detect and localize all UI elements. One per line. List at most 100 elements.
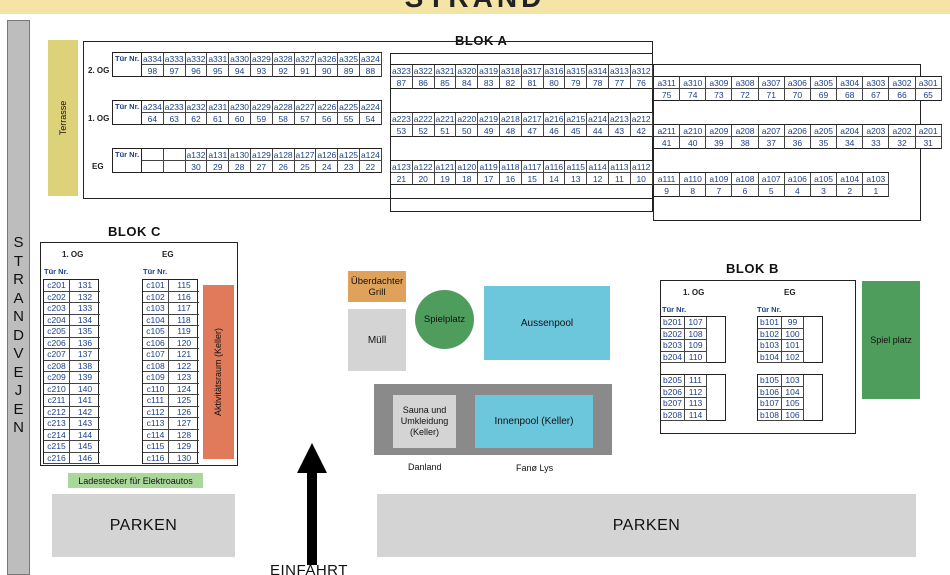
door-number: a209 <box>706 125 733 137</box>
unit-number: 3 <box>811 185 838 197</box>
unit-number: 113 <box>685 398 707 410</box>
unit-number: 114 <box>685 409 707 421</box>
tur-nr-cell: Tür Nr. <box>112 148 142 173</box>
unit-number: 135 <box>70 326 100 338</box>
unit-number: 103 <box>782 375 804 387</box>
door-number: a129 <box>251 149 273 161</box>
ladestecker: Ladestecker für Elektroautos <box>68 473 203 488</box>
door-number: a115 <box>565 161 588 173</box>
door-number: c207 <box>44 349 70 361</box>
door-number: b205 <box>661 375 685 387</box>
door-number: c205 <box>44 326 70 338</box>
grill-area: Überdachter Grill <box>348 271 406 302</box>
door-number: b103 <box>758 340 782 352</box>
door-number: c214 <box>44 429 70 441</box>
door-number: c113 <box>143 418 169 430</box>
blok-c-tur-1og: Tür Nr. <box>44 267 69 276</box>
door-number: c105 <box>143 326 169 338</box>
door-number: a126 <box>316 149 339 161</box>
unit-number: 98 <box>142 65 164 77</box>
unit-number: 90 <box>316 65 339 77</box>
blok-c-tur-eg: Tür Nr. <box>143 267 168 276</box>
unit-number <box>142 161 164 173</box>
unit-number: 137 <box>70 349 100 361</box>
door-number: a131 <box>207 149 230 161</box>
tur-nr-cell: Tür Nr. <box>112 52 142 77</box>
door-number: a132 <box>185 149 208 161</box>
door-number: a119 <box>478 161 500 173</box>
door-number: a123 <box>391 161 413 173</box>
unit-number: 79 <box>565 77 588 89</box>
door-number: b105 <box>758 375 782 387</box>
unit-number: 120 <box>169 338 199 349</box>
unit-number: 19 <box>435 173 457 185</box>
unit-number: 108 <box>685 328 707 340</box>
door-number: c201 <box>44 280 70 292</box>
door-number <box>142 149 164 161</box>
unit-number: 136 <box>70 338 100 349</box>
door-number: b108 <box>758 409 782 421</box>
unit-number: 71 <box>759 89 785 101</box>
door-number: a207 <box>758 125 785 137</box>
door-number: a212 <box>630 113 653 125</box>
door-number: a233 <box>163 101 186 113</box>
unit-number: 50 <box>456 125 479 137</box>
door-number: a104 <box>837 173 864 185</box>
unit-number: 45 <box>565 125 588 137</box>
door-number: a208 <box>732 125 759 137</box>
door-number: a316 <box>543 65 566 77</box>
door-number: a211 <box>654 125 681 137</box>
unit-number: 37 <box>759 137 785 149</box>
unit-number: 112 <box>685 386 707 398</box>
unit-number: 73 <box>706 89 733 101</box>
door-number: a223 <box>391 113 413 125</box>
door-number: a330 <box>229 53 251 65</box>
unit-number: 29 <box>207 161 230 173</box>
door-number: a325 <box>338 53 360 65</box>
door-number: a121 <box>434 161 457 173</box>
unit-number: 139 <box>70 372 100 384</box>
unit-number: 28 <box>229 161 251 173</box>
door-number: a319 <box>478 65 500 77</box>
door-number: c203 <box>44 303 70 315</box>
unit-number: 109 <box>685 340 707 352</box>
unit-number: 15 <box>522 173 544 185</box>
unit-number: 110 <box>685 351 707 363</box>
door-number: a228 <box>272 101 295 113</box>
strandvejen-letter: T <box>13 252 24 270</box>
unit-number: 130 <box>169 453 199 464</box>
door-number: a210 <box>680 125 707 137</box>
einfahrt-label: EINFAHRT <box>270 562 348 575</box>
unit-number: 18 <box>456 173 479 185</box>
unit-number: 146 <box>70 453 100 464</box>
unit-number: 2 <box>837 185 864 197</box>
door-number: a331 <box>207 53 230 65</box>
unit-number: 142 <box>70 407 100 418</box>
strandvejen-letter: D <box>13 326 24 344</box>
unit-number: 77 <box>609 77 631 89</box>
floor-eg: EG <box>92 162 104 171</box>
unit-number: 74 <box>680 89 707 101</box>
door-number: a109 <box>706 173 733 185</box>
door-number: a201 <box>915 125 942 137</box>
unit-number: 92 <box>273 65 295 77</box>
strandvejen-letter: N <box>13 419 24 436</box>
door-number: a225 <box>338 101 360 113</box>
unit-number: 63 <box>164 113 186 125</box>
door-number: a310 <box>680 77 707 89</box>
door-number: b208 <box>661 409 685 421</box>
unit-number: 68 <box>837 89 864 101</box>
door-number: a108 <box>732 173 759 185</box>
blok-b-tur-1og: Tür Nr. <box>662 305 687 314</box>
unit-number: 127 <box>169 418 199 430</box>
door-number: c102 <box>143 291 169 303</box>
parken-left: PARKEN <box>52 494 235 557</box>
